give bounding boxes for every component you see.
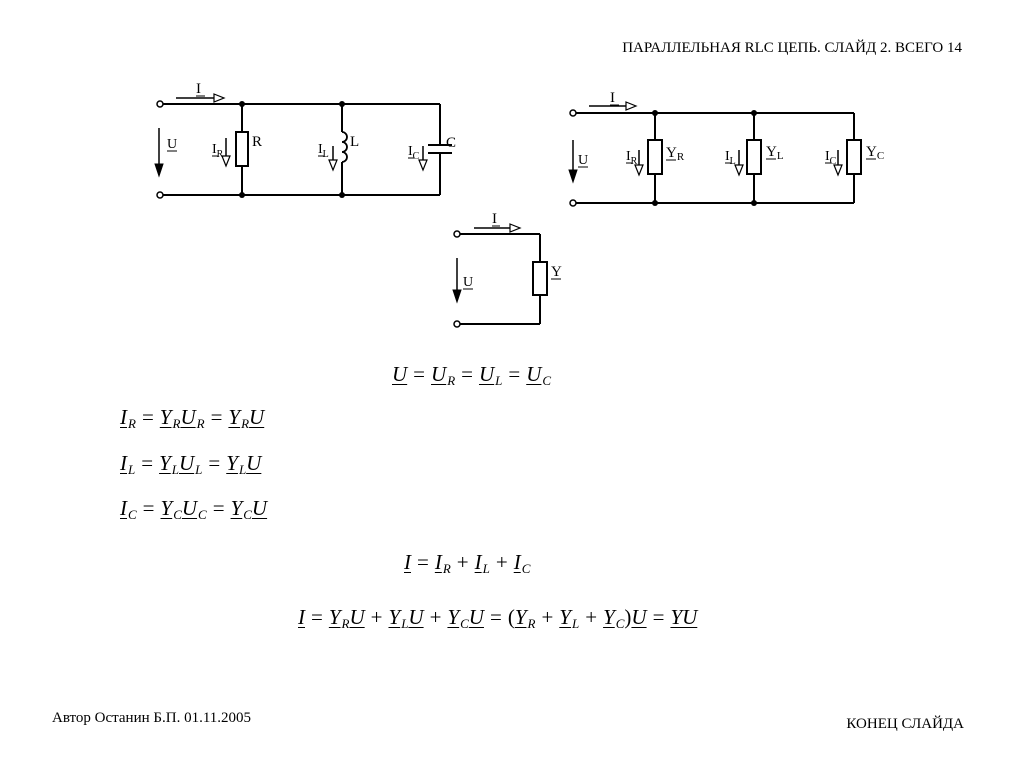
equation-il: IL=YLUL=YLU (120, 451, 262, 477)
circuit3-voltage-label: U (463, 275, 473, 290)
ic-label: IC (408, 144, 420, 162)
circuit2-current-label: I (610, 90, 615, 106)
circuit-admittance: I U YR IR YL IL YC (568, 90, 884, 207)
circuit2-voltage-label: U (578, 153, 588, 168)
yl-label: YL (766, 144, 784, 162)
circuit1-voltage-label: U (167, 137, 177, 152)
equation-ir: IR=YRUR=YRU (120, 405, 265, 431)
svg-text:IC: IC (825, 149, 837, 167)
circuit1-current-label: I (196, 81, 201, 97)
equation-total: I=YRU+YLU+YCU=(YR+YL+YC)U=YU (298, 605, 698, 631)
yr-label: YR (666, 145, 685, 163)
circuit-rlc: I U R IR L IL C IC (154, 81, 456, 199)
yc-label: YC (866, 144, 884, 162)
inductor-label: L (350, 134, 359, 150)
ir-label: IR (212, 142, 224, 160)
il-label: IL (318, 142, 329, 160)
end-of-slide-label: КОНЕЦ СЛАЙДА (846, 716, 964, 732)
svg-text:IR: IR (626, 149, 638, 167)
y-label: Y (551, 264, 562, 280)
terminal-top (156, 100, 164, 108)
slide-title: ПАРАЛЛЕЛЬНАЯ RLC ЦЕПЬ. СЛАЙД 2. ВСЕГО 14 (622, 40, 962, 56)
resistor-label: R (252, 134, 262, 150)
resistor-symbol (235, 131, 249, 167)
equation-current-sum: I=IR+IL+IC (404, 550, 531, 576)
terminal-bottom (156, 191, 164, 199)
capacitor-label: C (446, 135, 456, 151)
circuit3-current-label: I (492, 211, 497, 227)
author-footer: Автор Останин Б.П. 01.11.2005 (52, 710, 252, 726)
svg-text:IL: IL (725, 149, 736, 167)
equation-voltage: U=UR=UL=UC (392, 362, 552, 388)
circuit-equivalent: Y I U (452, 211, 562, 328)
inductor-symbol (341, 131, 348, 163)
equation-ic: IC=YCUC=YCU (120, 496, 268, 522)
